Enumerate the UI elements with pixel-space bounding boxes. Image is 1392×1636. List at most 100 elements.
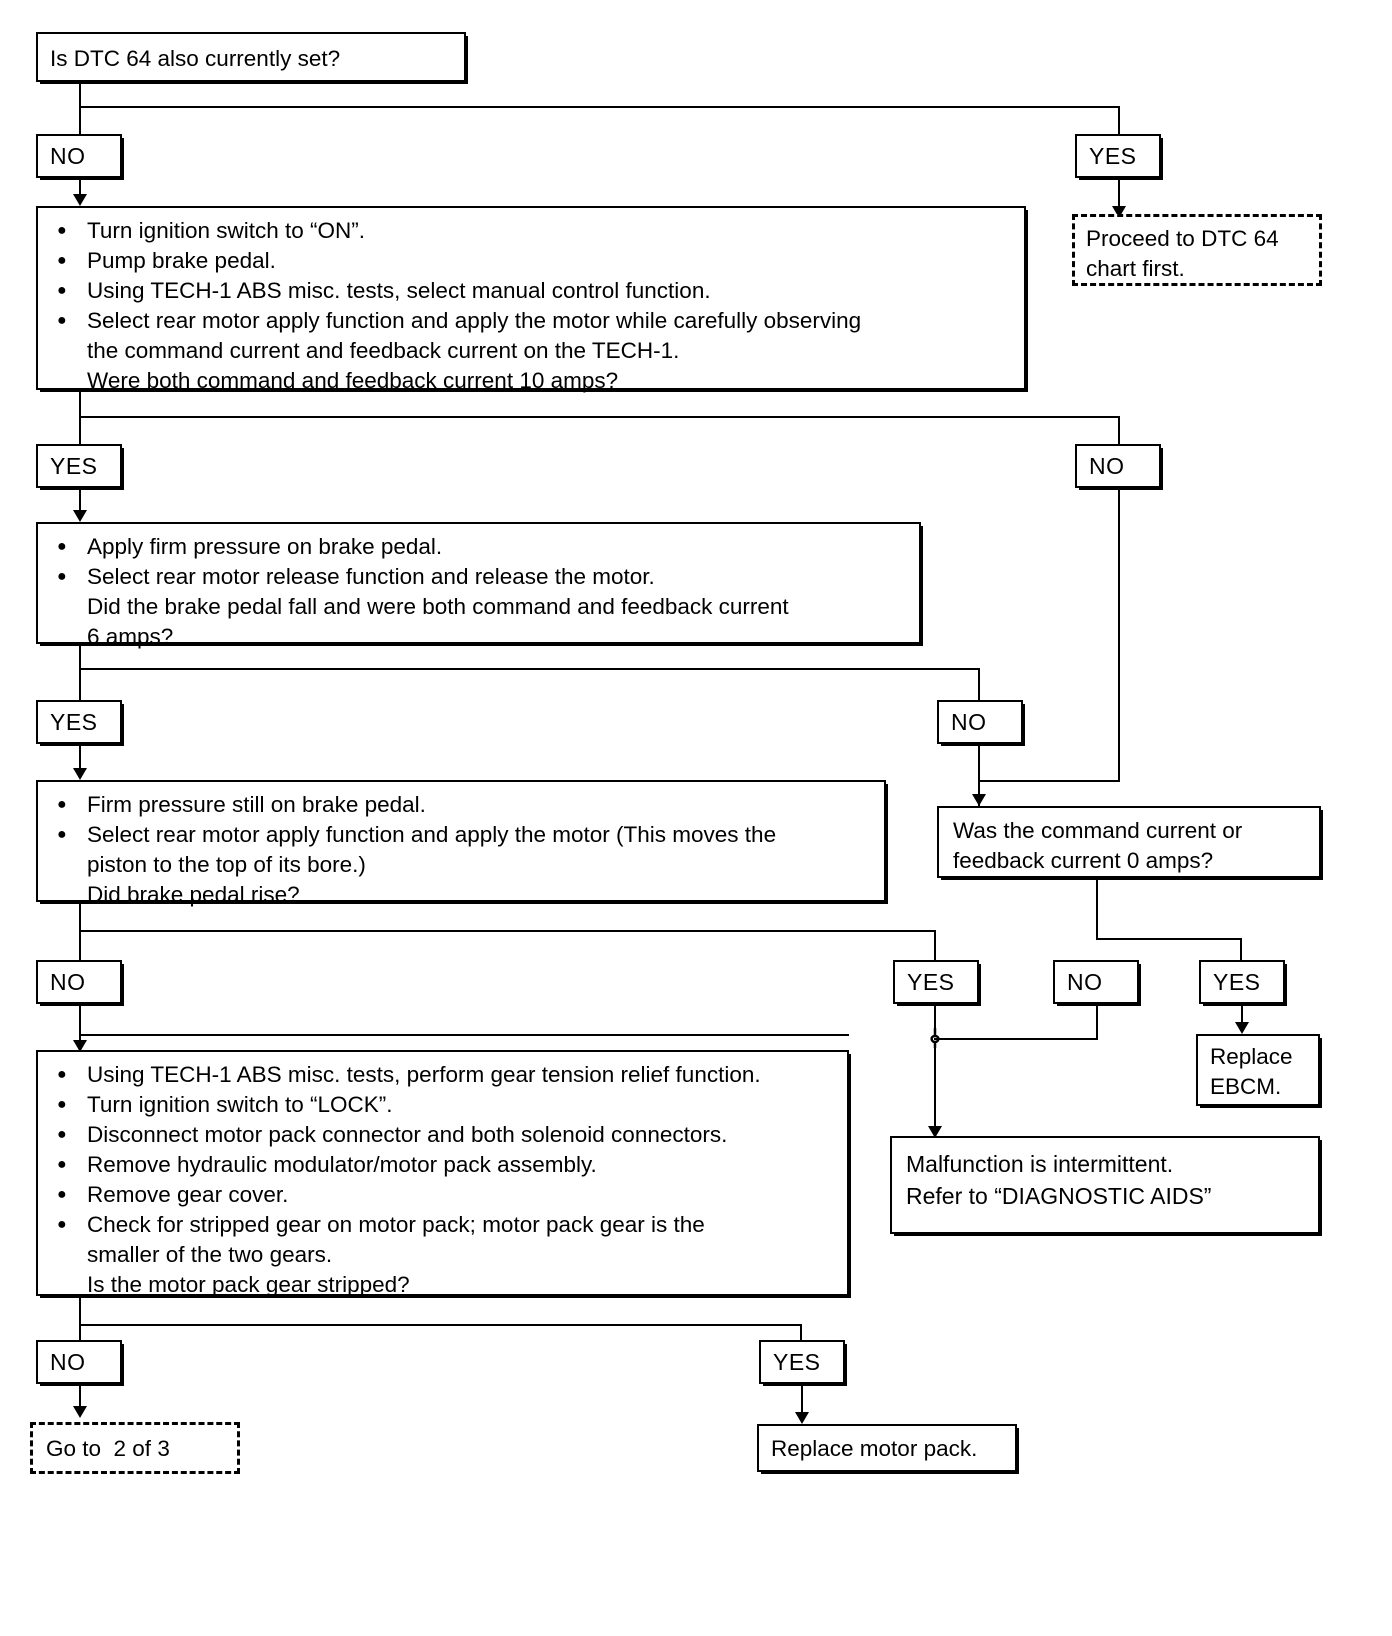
arrow-no1: [73, 194, 87, 206]
bullet-dot-icon: ●: [57, 826, 67, 843]
arrow-yes3: [73, 768, 87, 780]
decision-no-6-label: NO: [50, 1348, 86, 1375]
edge-no2-to-left: [980, 780, 1120, 782]
node-step4-bullet-2: ● Disconnect motor pack connector and bo…: [57, 1120, 837, 1150]
node-step2-bullet-0: ● Apply firm pressure on brake pedal.: [57, 532, 907, 562]
bullet-dot-icon: ●: [57, 796, 67, 813]
decision-yes-6-label: YES: [773, 1348, 821, 1375]
edge-no5-down: [1096, 1004, 1098, 1040]
node-step4-bullet-3-text: Remove hydraulic modulator/motor pack as…: [87, 1152, 597, 1177]
node-step4-bullet-5: ● Check for stripped gear on motor pack;…: [57, 1210, 837, 1300]
decision-no-4-label: NO: [50, 968, 86, 995]
node-step2: [36, 522, 921, 644]
bullet-dot-icon: ●: [57, 222, 67, 239]
edge-no3-down: [978, 744, 980, 806]
edge-step2-stem: [79, 644, 81, 670]
arrow-no4: [73, 1040, 87, 1052]
decision-no-5: NO: [1053, 960, 1139, 1004]
edge-step3-stem: [79, 902, 81, 932]
arrow-yes5: [1235, 1022, 1249, 1034]
node-step2-bullet-0-text: Apply firm pressure on brake pedal.: [87, 534, 443, 559]
edge-yes2-down: [79, 488, 81, 514]
node-replace-ebcm-text: Replace EBCM.: [1210, 1044, 1293, 1099]
decision-no-2: NO: [1075, 444, 1161, 488]
bullet-dot-icon: ●: [57, 1096, 67, 1113]
node-replace-motor-pack-text: Replace motor pack.: [771, 1436, 978, 1461]
node-goto-2of3: [30, 1422, 240, 1474]
edge-q1-stem: [79, 82, 81, 108]
decision-no-1-label: NO: [50, 142, 86, 169]
node-step4-bullet-3: ● Remove hydraulic modulator/motor pack …: [57, 1150, 837, 1180]
bullet-dot-icon: ●: [57, 538, 67, 555]
node-step1-bullet-3-text: Select rear motor apply function and app…: [87, 308, 862, 393]
decision-yes-2: YES: [36, 444, 122, 488]
decision-yes-1: YES: [1075, 134, 1161, 178]
node-step1: [36, 206, 1026, 390]
edge-step3-split: [79, 930, 936, 932]
edge-step2-right-drop: [978, 668, 980, 700]
edge-step3-left-drop: [79, 930, 81, 960]
decision-yes-5-label: YES: [1213, 968, 1261, 995]
edge-step1-left-drop: [79, 416, 81, 444]
edge-yes4-down-b: [934, 1046, 936, 1144]
edge-yes5-down: [1241, 1004, 1243, 1026]
decision-no-1: NO: [36, 134, 122, 178]
node-step4-bullet-0: ● Using TECH-1 ABS misc. tests, perform …: [57, 1060, 837, 1090]
node-step2-bullet-1: ● Select rear motor release function and…: [57, 562, 907, 652]
decision-yes-6: YES: [759, 1340, 845, 1384]
node-question-current0: [937, 806, 1321, 878]
node-step1-bullet-0-text: Turn ignition switch to “ON”.: [87, 218, 365, 243]
decision-yes-5: YES: [1199, 960, 1285, 1004]
edge-yes6-down: [801, 1384, 803, 1418]
edge-step1-split: [79, 416, 1120, 418]
node-step1-bullet-1: ● Pump brake pedal.: [57, 246, 1007, 276]
decision-yes-4-label: YES: [907, 968, 955, 995]
edge-step1-right-drop: [1118, 416, 1120, 444]
node-step4-bullet-1: ● Turn ignition switch to “LOCK”.: [57, 1090, 837, 1120]
edge-yes1-down: [1118, 178, 1120, 210]
line-jump-icon: [930, 1028, 940, 1048]
node-step1-bullet-1-text: Pump brake pedal.: [87, 248, 276, 273]
edge-no4-down: [79, 1004, 81, 1036]
node-question-dtc64: [36, 32, 466, 82]
node-step4-bullet-4: ● Remove gear cover.: [57, 1180, 837, 1210]
arrow-yes2: [73, 510, 87, 522]
node-step4-bullet-1-text: Turn ignition switch to “LOCK”.: [87, 1092, 393, 1117]
edge-no2-down: [1118, 488, 1120, 782]
edge-no6-down: [79, 1384, 81, 1412]
edge-no5-left: [934, 1038, 1098, 1040]
node-step3-bullet-0-text: Firm pressure still on brake pedal.: [87, 792, 426, 817]
node-step4-bullet-5-text: Check for stripped gear on motor pack; m…: [87, 1212, 705, 1297]
edge-step3-right-drop: [934, 930, 936, 960]
decision-no-3-label: NO: [951, 708, 987, 735]
node-step2-bullet-1-text: Select rear motor release function and r…: [87, 564, 789, 649]
node-proceed-dtc64-text: Proceed to DTC 64 chart first.: [1086, 226, 1279, 281]
decision-no-5-label: NO: [1067, 968, 1103, 995]
decision-yes-4: YES: [893, 960, 979, 1004]
node-step1-bullet-2-text: Using TECH-1 ABS misc. tests, select man…: [87, 278, 711, 303]
bullet-dot-icon: ●: [57, 1186, 67, 1203]
bullet-dot-icon: ●: [57, 282, 67, 299]
node-question-current0-text: Was the command current or feedback curr…: [953, 818, 1243, 873]
edge-qc0-yes-drop: [1240, 938, 1242, 960]
edge-step2-left-drop: [79, 668, 81, 700]
arrow-no6: [73, 1406, 87, 1418]
edge-step4-right-drop: [800, 1324, 802, 1354]
edge-qc0-split: [1096, 938, 1242, 940]
node-step4: [36, 1050, 849, 1296]
edge-step4-stem: [79, 1296, 81, 1326]
bullet-dot-icon: ●: [57, 1126, 67, 1143]
edge-q1-split: [79, 106, 1120, 108]
node-step4-bullet-0-text: Using TECH-1 ABS misc. tests, perform ge…: [87, 1062, 761, 1087]
decision-no-3: NO: [937, 700, 1023, 744]
node-replace-motor-pack: [757, 1424, 1017, 1472]
edge-step1-stem: [79, 390, 81, 418]
decision-no-6: NO: [36, 1340, 122, 1384]
edge-no1-down: [79, 178, 81, 198]
node-step1-bullet-0: ● Turn ignition switch to “ON”.: [57, 216, 1007, 246]
node-step4-bullet-4-text: Remove gear cover.: [87, 1182, 289, 1207]
node-step4-bullet-2-text: Disconnect motor pack connector and both…: [87, 1122, 728, 1147]
node-step1-bullet-3: ● Select rear motor apply function and a…: [57, 306, 1007, 396]
node-malfunction-text: Malfunction is intermittent. Refer to “D…: [906, 1151, 1212, 1209]
